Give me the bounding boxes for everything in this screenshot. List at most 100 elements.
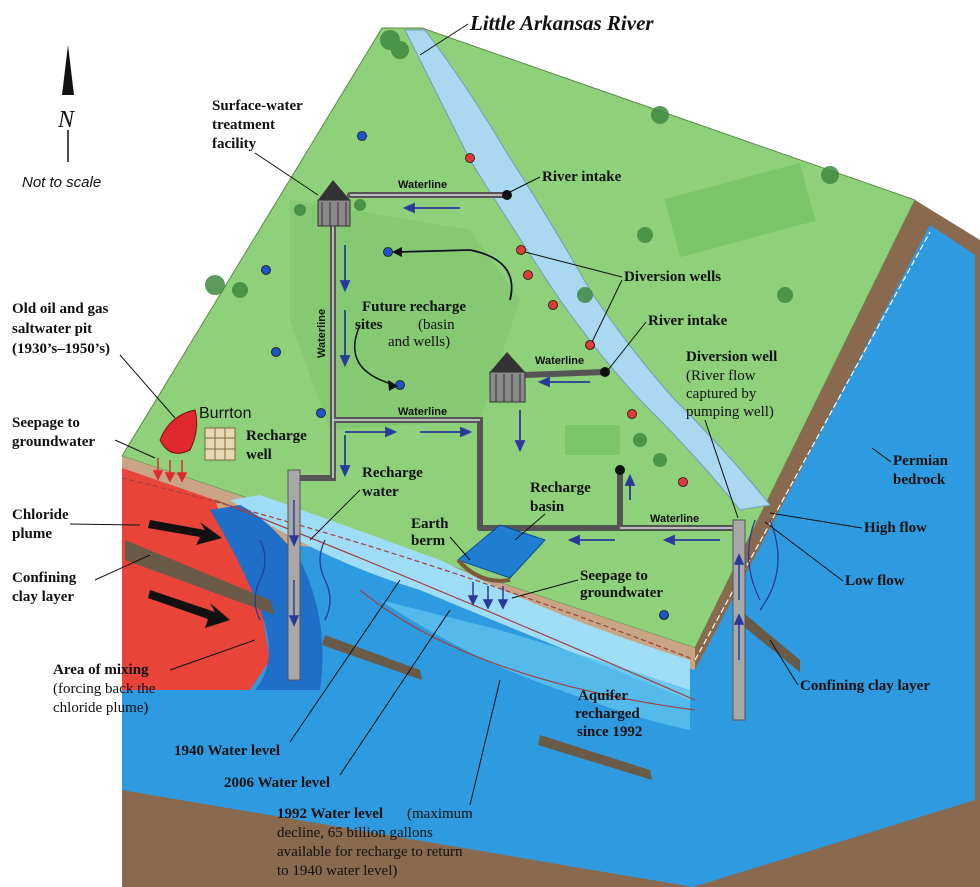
label-confining-left-1: Confining (12, 570, 77, 586)
label-surface-water-3: facility (212, 136, 257, 152)
label-recharge-basin-2: basin (530, 499, 565, 515)
basin-seepage-arrows (467, 582, 509, 610)
label-future-recharge-note-1: (basin (418, 317, 455, 333)
label-earth-berm-2: berm (411, 533, 446, 549)
label-water-1992-note-2: decline, 65 billion gallons (277, 825, 433, 841)
recharge-well-casing (287, 469, 301, 681)
label-waterline-mid-right: Waterline (535, 355, 584, 367)
label-river-intake-mid: River intake (648, 313, 728, 329)
waterlines (293, 192, 738, 531)
river (404, 29, 771, 511)
river-intake-top-node (502, 190, 512, 200)
label-old-oil-2: saltwater pit (12, 321, 92, 337)
label-diversion-well-note-3: pumping well) (686, 404, 774, 420)
label-waterline-mid: Waterline (398, 406, 447, 418)
label-diversion-well-note-2: captured by (686, 386, 757, 402)
recharged-zone-right (380, 600, 690, 730)
label-low-flow: Low flow (845, 573, 905, 589)
clay-lens-mid (322, 635, 422, 680)
label-permian-1: Permian (893, 453, 949, 469)
label-recharge-water-1: Recharge (362, 465, 423, 481)
north-arrow (62, 45, 74, 162)
recharge-well-waves (254, 539, 331, 621)
label-recharge-well-1: Recharge (246, 428, 307, 444)
label-aquifer-recharged-1: Aquifer (578, 688, 628, 704)
label-confining-left-2: clay layer (12, 589, 74, 605)
earth-berm-shape (456, 558, 511, 583)
label-diversion-wells: Diversion wells (624, 269, 721, 285)
label-confining-right: Confining clay layer (800, 678, 930, 694)
blue-recharge-well-dots (261, 131, 669, 620)
label-recharge-basin-1: Recharge (530, 480, 591, 496)
label-area-mixing-note-1: (forcing back the (53, 681, 156, 697)
diversion-well-arrows (733, 553, 745, 660)
label-waterline-lower: Waterline (650, 513, 699, 525)
clay-lens-left (125, 540, 275, 615)
label-area-mixing-note-2: chloride plume) (53, 700, 148, 716)
label-permian-2: bedrock (893, 472, 946, 488)
diversion-treatment-building (489, 352, 526, 403)
seepage-arrows-left (152, 458, 188, 483)
aquifer-right (693, 225, 975, 887)
label-water-1940: 1940 Water level (174, 743, 280, 759)
clay-lens-right (738, 610, 800, 672)
label-chloride-1: Chloride (12, 507, 69, 523)
label-future-recharge-1: Future recharge (362, 299, 466, 315)
water-level-1940-line (121, 477, 696, 661)
plume-arrows (148, 520, 230, 628)
label-chloride-2: plume (12, 526, 52, 542)
label-old-oil-1: Old oil and gas (12, 301, 108, 317)
label-seepage-basin-2: groundwater (580, 585, 663, 601)
saltwater-pit (159, 409, 198, 454)
label-water-1992-note-1: (maximum (407, 806, 473, 822)
clay-lens-low (538, 735, 652, 780)
diagram-title: Little Arkansas River (469, 11, 654, 35)
recharge-basin (456, 524, 546, 579)
label-recharge-water-2: water (362, 484, 399, 500)
future-recharge-arrow-bottom (354, 324, 396, 386)
river-intake-mid-node (600, 367, 610, 377)
recharge-zone-shade (290, 200, 520, 430)
scale-note: Not to scale (22, 174, 101, 191)
label-future-recharge-2: sites (355, 317, 383, 333)
bedrock-front (122, 790, 693, 887)
river-flow-lines (747, 519, 779, 611)
label-waterline-top: Waterline (398, 179, 447, 191)
label-water-1992-note-4: to 1940 water level) (277, 863, 397, 879)
label-diversion-well: Diversion well (686, 349, 777, 365)
label-river-intake-top: River intake (542, 169, 622, 185)
label-waterline-vertical: Waterline (316, 309, 328, 358)
label-seepage-left-2: groundwater (12, 434, 95, 450)
label-future-recharge-note-2: and wells) (388, 334, 450, 350)
label-burrton: Burrton (199, 405, 251, 422)
future-recharge-arrowhead-top (392, 247, 402, 257)
label-water-2006: 2006 Water level (224, 775, 330, 791)
crop-field (664, 162, 816, 258)
trees (205, 30, 839, 467)
north-letter: N (57, 107, 76, 133)
red-diversion-well-dots (465, 153, 688, 487)
label-water-1992: 1992 Water level (277, 806, 383, 822)
label-aquifer-recharged-3: since 1992 (577, 724, 642, 740)
water-level-1992-line (359, 589, 696, 711)
label-area-mixing: Area of mixing (53, 662, 149, 678)
future-recharge-arrowhead-bottom (388, 380, 398, 391)
label-surface-water-1: Surface-water (212, 98, 303, 114)
label-water-1992-note-3: available for recharge to return (277, 844, 463, 860)
label-surface-water-2: treatment (212, 117, 275, 133)
pipe-flow-arrows (339, 202, 720, 546)
label-old-oil-3: (1930’s–1950’s) (12, 341, 110, 357)
label-recharge-well-2: well (246, 447, 272, 463)
recharge-well-arrows (288, 500, 300, 627)
burrton-building (204, 427, 236, 461)
water-level-2006-line (214, 499, 696, 701)
label-high-flow: High flow (864, 520, 927, 536)
label-seepage-basin-1: Seepage to (580, 568, 648, 584)
label-earth-berm-1: Earth (411, 516, 449, 532)
label-aquifer-recharged-2: recharged (575, 706, 640, 722)
surface-water-treatment-building (317, 180, 351, 227)
crop-field-2 (565, 425, 620, 455)
label-seepage-left-1: Seepage to (12, 415, 80, 431)
pipe-end-node (615, 465, 625, 475)
